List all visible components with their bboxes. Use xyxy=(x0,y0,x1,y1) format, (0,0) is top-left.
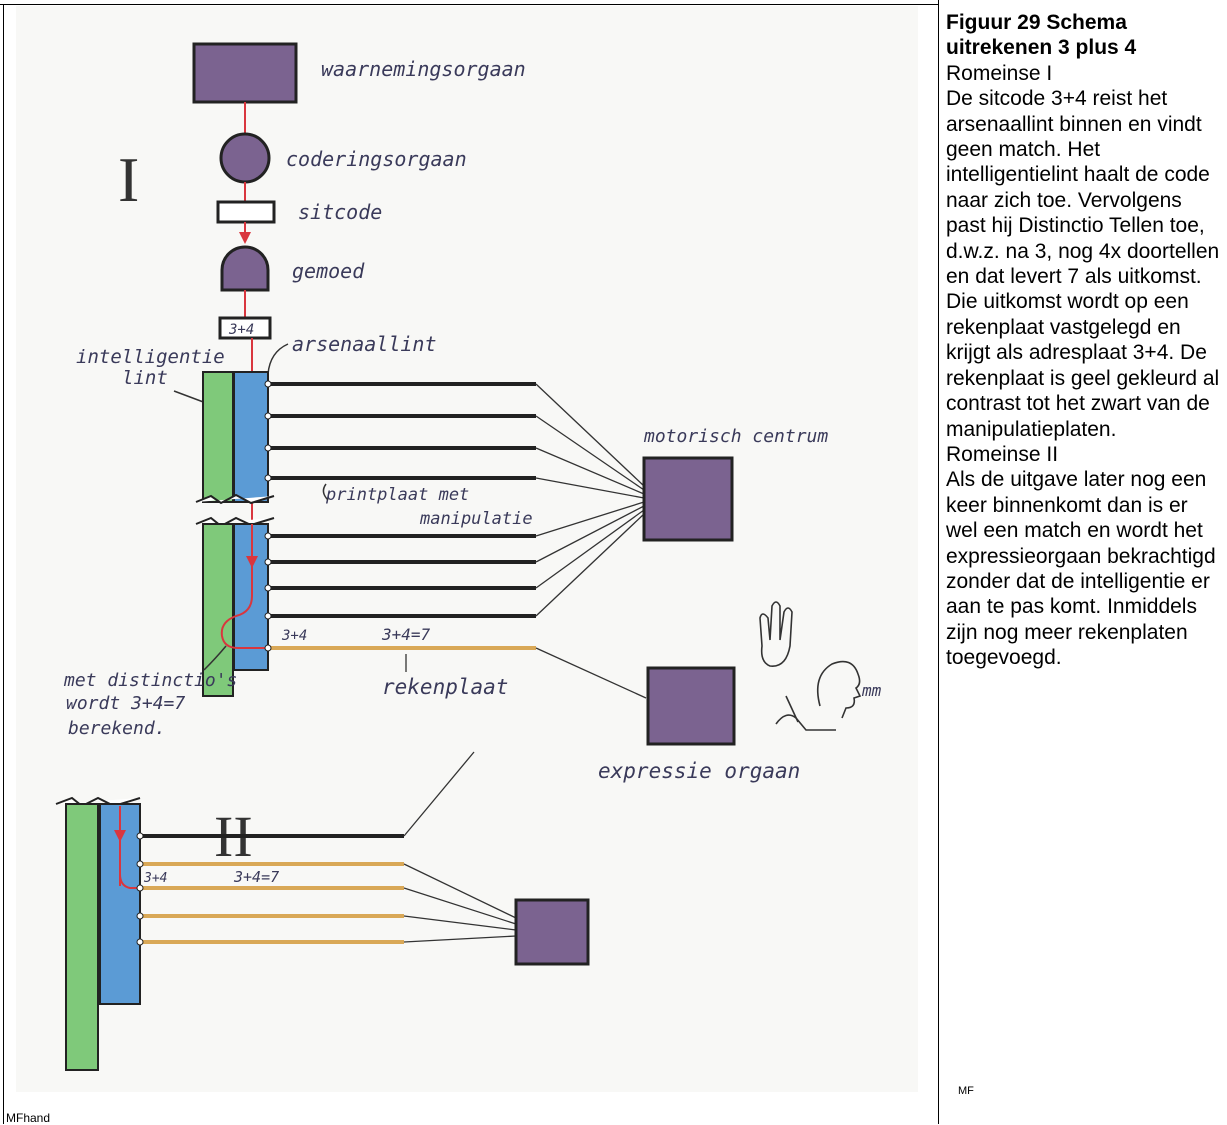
lint-label: lint xyxy=(122,367,168,389)
caption-roman-one: Romeinse I xyxy=(946,61,1053,85)
signal-arrow-1 xyxy=(239,232,251,244)
arsenal-strip-upper xyxy=(233,371,269,503)
printplaat-pointer xyxy=(322,483,329,501)
expression-sketch xyxy=(759,601,862,731)
ii-plates xyxy=(136,832,404,946)
ii-connections xyxy=(403,751,517,943)
motor-connections xyxy=(535,383,645,617)
break-mark-upper xyxy=(195,493,275,505)
motorisch-centrum-label: motorisch centrum xyxy=(643,426,828,447)
ii-plate-address-label: 3+4 xyxy=(143,871,167,886)
ii-plate-value-label: 3+4=7 xyxy=(233,868,279,886)
arsenaallint-label: arsenaallint xyxy=(292,332,437,356)
plate-value-label: 3+4=7 xyxy=(381,625,431,644)
intelligentie-label: intelligentie xyxy=(76,346,225,368)
waarnemingsorgaan-label: waarnemingsorgaan xyxy=(321,57,526,81)
printplaat-label-2: manipulatie xyxy=(419,509,533,529)
plate-address-label: 3+4 xyxy=(281,628,307,644)
distinctio-label-1: met distinctio's xyxy=(63,670,237,691)
file-label: MFhand xyxy=(6,1111,51,1125)
column-divider xyxy=(938,0,939,1124)
roman-numeral-one: I xyxy=(118,144,139,215)
signal-curve-to-intelligence xyxy=(220,595,268,649)
intelligence-strip-upper xyxy=(202,371,234,503)
expressie-orgaan-label: expressie orgaan xyxy=(598,759,800,783)
signature: MF xyxy=(958,1085,974,1097)
caption-roman-two: Romeinse II xyxy=(946,442,1059,466)
ii-expression-box xyxy=(514,898,590,966)
distinctio-label-2: wordt 3+4=7 xyxy=(66,693,185,714)
caption-column: Figuur 29 Schema uitrekenen 3 plus 4 Rom… xyxy=(946,10,1222,671)
sitcode-label: sitcode xyxy=(298,200,382,224)
intelligentie-pointer xyxy=(173,390,207,404)
figure-title: Figuur 29 Schema uitrekenen 3 plus 4 xyxy=(946,11,1137,60)
coderingsorgaan-circle xyxy=(219,132,271,184)
expression-connection xyxy=(535,647,647,699)
manipulation-plates-upper xyxy=(264,380,536,620)
ii-signal-arrow xyxy=(114,830,126,842)
sitcode-box xyxy=(216,200,276,224)
distinctio-pointer xyxy=(203,645,227,671)
caption-paragraph-one: De sitcode 3+4 reist het arsenaallint bi… xyxy=(946,87,1220,441)
rekenplaat-label: rekenplaat xyxy=(382,675,508,699)
signal-arrow-2 xyxy=(246,556,258,568)
schema-drawing: I waarnemingsorgaan coderingsorgaan sitc… xyxy=(16,6,918,1092)
code-box xyxy=(218,316,272,340)
ii-signal-curve xyxy=(119,873,140,889)
gemoed-shape xyxy=(220,245,270,292)
expressie-orgaan-box xyxy=(646,666,736,746)
distinctio-label-3: berekend. xyxy=(68,718,166,739)
waarnemingsorgaan-box xyxy=(192,42,298,104)
printplaat-label-1: printplaat met xyxy=(325,485,469,505)
left-border xyxy=(3,4,4,1124)
caption-paragraph-two: Als de uitgave later nog een keer binnen… xyxy=(946,468,1216,670)
arsenaallint-pointer xyxy=(267,343,289,375)
coderingsorgaan-label: coderingsorgaan xyxy=(286,147,467,171)
top-border xyxy=(0,4,938,5)
ii-intelligence-strip xyxy=(65,803,99,1071)
code-box-label: 3+4 xyxy=(228,322,254,338)
sketch-writing: mm xyxy=(861,681,882,700)
motorisch-centrum-box xyxy=(642,456,734,542)
gemoed-label: gemoed xyxy=(292,259,365,283)
